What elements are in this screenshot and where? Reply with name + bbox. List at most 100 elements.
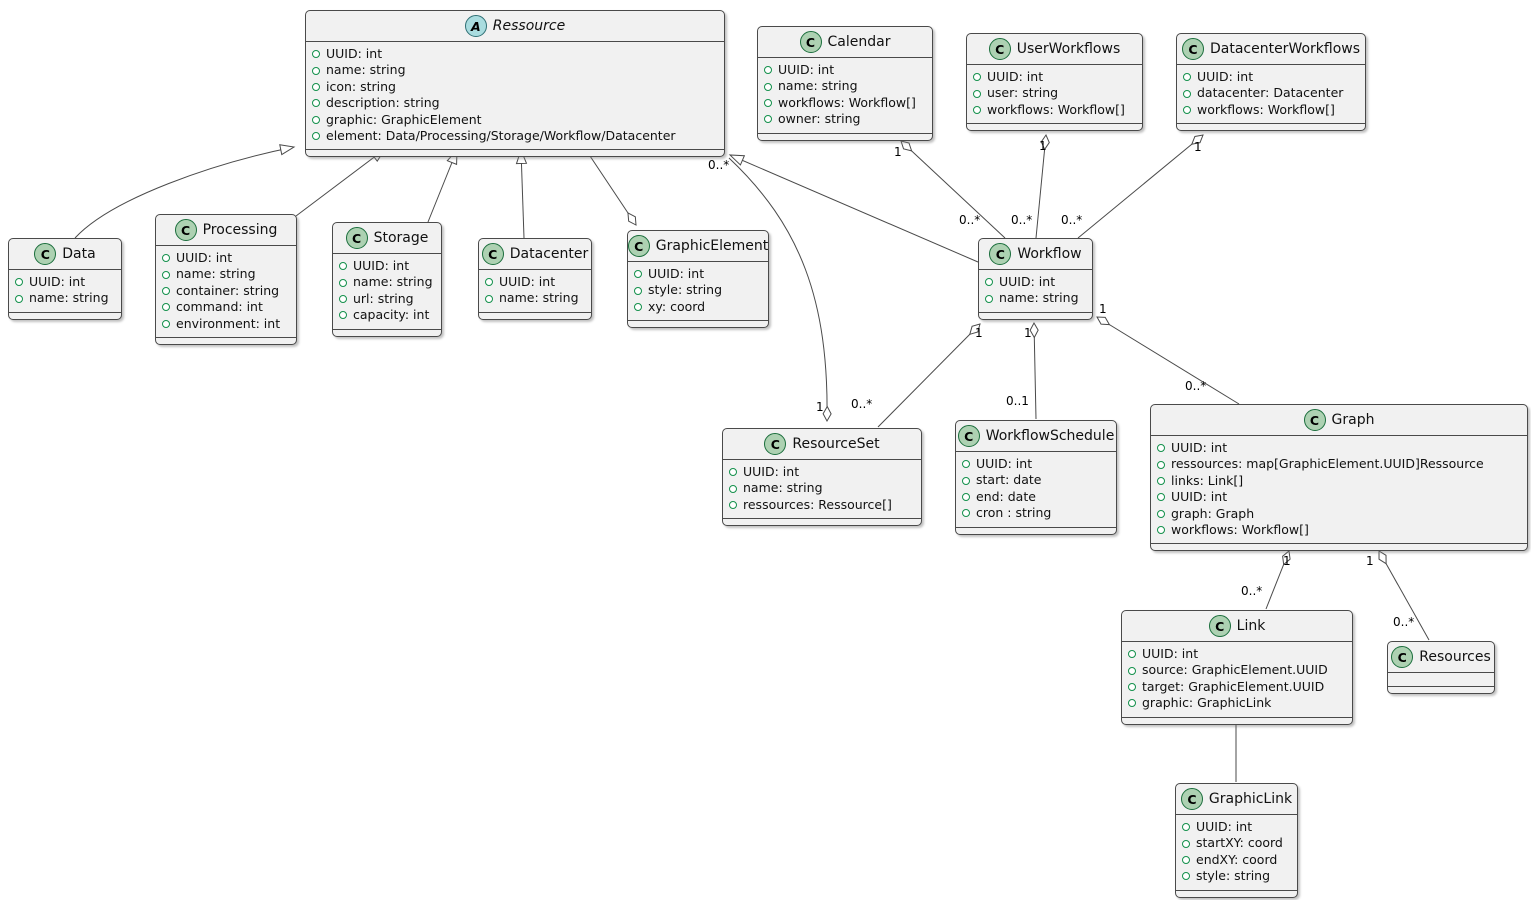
edge-datacenterworkflows-workflow [1077,135,1203,239]
field-visibility-icon [985,294,993,303]
class-header: C Graph [1151,405,1527,436]
multiplicity-label: 1 [1194,140,1202,154]
field-visibility-icon [764,66,772,75]
class-icon: C [957,425,980,447]
methods-compartment [1176,889,1297,897]
class-attribute: UUID: int [764,62,924,78]
class-attribute: xy: coord [634,299,760,315]
methods-compartment [967,123,1142,130]
class-attribute: name: string [985,290,1084,306]
multiplicity-label: 1 [1283,554,1291,568]
class-icon: C [1303,409,1326,431]
methods-compartment [1177,123,1365,130]
field-visibility-icon [634,303,642,312]
multiplicity-label: 0..* [959,213,981,227]
class-name: WorkflowSchedule [985,428,1115,444]
methods-compartment [956,526,1116,534]
class-header: C Calendar [758,27,932,58]
edge-workflow-workflowschedule [1034,323,1036,420]
class-attribute: UUID: int [1128,646,1344,662]
field-visibility-icon [1157,526,1165,535]
class-name: Ressource [492,18,566,34]
class-attribute: UUID: int [973,69,1134,85]
field-visibility-icon [339,278,347,287]
class-attribute: UUID: int [1157,440,1519,456]
class-attribute: UUID: int [162,250,288,266]
class-attribute: UUID: int [339,258,433,274]
field-visibility-icon [962,476,970,485]
class-resources[interactable]: C Resources [1387,641,1495,694]
field-visibility-icon [1157,460,1165,469]
class-attribute: url: string [339,291,433,307]
field-visibility-icon [729,501,737,510]
class-name: Storage [373,230,429,246]
field-visibility-icon [634,270,642,279]
class-header: C Processing [156,215,296,246]
class-name: Link [1236,618,1266,634]
class-name: Calendar [827,34,891,50]
field-visibility-icon [1128,650,1136,659]
edge-calendar-workflow [901,141,1006,239]
field-visibility-icon [729,468,737,477]
class-attribute: datacenter: Datacenter [1183,85,1357,101]
class-attribute: UUID: int [1182,819,1289,835]
methods-compartment [333,328,441,336]
field-visibility-icon [764,82,772,91]
field-visibility-icon [962,509,970,518]
class-name: UserWorkflows [1016,41,1121,57]
class-attribute: UUID: int [962,456,1108,472]
class-name: Datacenter [509,246,589,262]
edge-datacenter-extends-ressource [515,148,528,239]
class-attribute: style: string [1182,868,1289,884]
class-attribute: name: string [312,62,716,78]
multiplicity-label: 0..* [1185,379,1207,393]
class-attribute: ressources: Ressource[] [729,497,913,513]
class-attribute: workflows: Workflow[] [973,102,1134,118]
field-visibility-icon [339,295,347,304]
class-icon: C [34,243,57,265]
class-header: C Datacenter [479,239,591,270]
field-visibility-icon [339,262,347,271]
field-visibility-icon [1128,666,1136,675]
class-attribute: name: string [15,290,113,306]
class-attribute: workflows: Workflow[] [1157,522,1519,538]
field-visibility-icon [162,287,170,296]
class-header: C Workflow [979,239,1092,270]
class-icon: C [989,243,1012,265]
class-attribute: cron : string [962,505,1108,521]
multiplicity-label: 0..* [708,158,730,172]
class-name: Graph [1331,412,1375,428]
field-visibility-icon [729,484,737,493]
field-visibility-icon [962,493,970,502]
field-visibility-icon [973,89,981,98]
edge-workflow-graph [1097,317,1240,405]
class-name: ResourceSet [792,436,880,452]
class-header: C GraphicLink [1176,784,1297,815]
field-visibility-icon [1157,444,1165,453]
class-attribute: UUID: int [15,274,113,290]
class-attribute: command: int [162,299,288,315]
methods-compartment [979,311,1092,319]
